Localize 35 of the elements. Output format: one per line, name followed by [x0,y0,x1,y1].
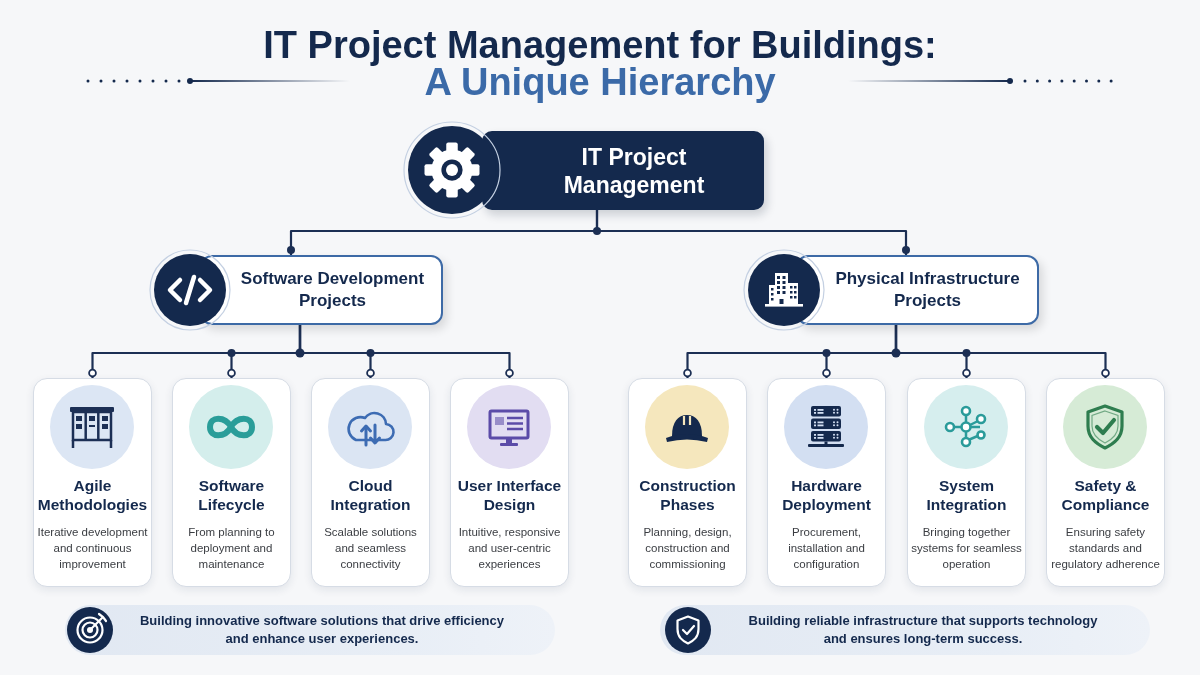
card-description: From planning to deployment and maintenance [187,525,276,572]
card-title: Construction Phases [638,476,737,514]
topic-card [1046,378,1165,587]
box-title: Physical Infrastructure Projects [834,268,1021,312]
topic-card [311,378,430,587]
root-box [482,131,764,210]
summary-banner [65,605,555,655]
connector-line [298,325,514,378]
card-description: Iterative development and continuous improvement [36,525,149,572]
topic-card [450,378,569,587]
topic-card [907,378,1026,587]
connector-line [595,210,910,255]
card-description: Scalable solutions and seamless connectivity [323,525,418,572]
banner-text: Building reliable infrastructure that supports technology and ensures long-term success. [747,612,1099,648]
card-title: Cloud Integration [329,476,412,514]
topic-card [767,378,886,587]
card-description: Intuitive, responsive and user-centric experiences [457,525,562,572]
topic-card [172,378,291,587]
card-title: Safety & Compliance [1060,476,1151,514]
card-title: Agile Methodologies [36,476,149,514]
box-title: IT Project Management [562,142,706,199]
card-title: System Integration [925,476,1008,514]
banner-text: Building innovative software solutions that drive efficiency and enhance user experiences. [138,612,506,648]
card-title: Software Lifecycle [197,476,266,514]
box-title: Software Development Projects [239,268,426,312]
card-description: Procurement, installation and configuration [787,525,866,572]
topic-card [33,378,152,587]
summary-banner [660,605,1150,655]
card-title: Hardware Deployment [781,476,872,514]
card-description: Ensuring safety standards and regulatory adherence [1050,525,1161,572]
topic-card [628,378,747,587]
card-description: Bringing together systems for seamless operation [910,525,1023,572]
connector-line [894,325,1110,378]
card-title: User Interface Design [456,476,563,514]
card-description: Planning, design, construction and commissioning [642,525,733,572]
